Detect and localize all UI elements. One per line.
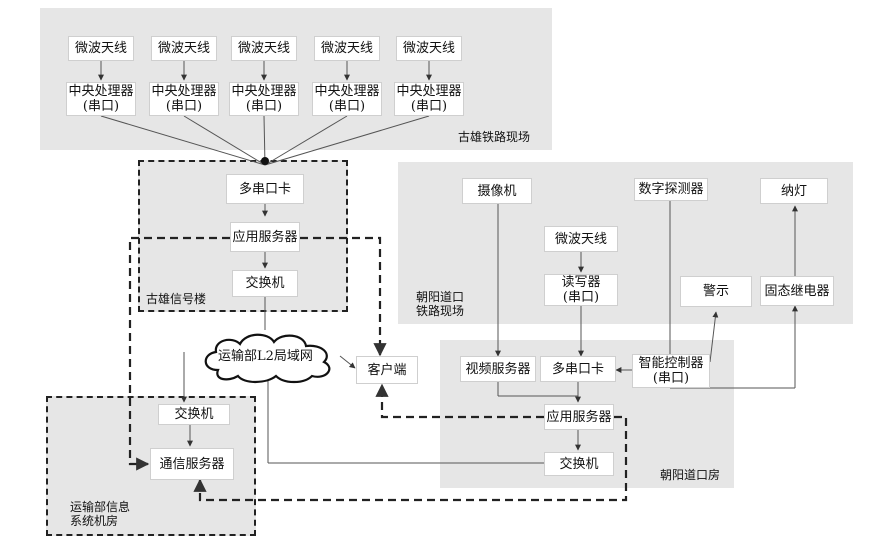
guxiong-app-server: 应用服务器 xyxy=(230,222,300,252)
reader-label: 读写器 xyxy=(561,275,601,290)
l2-lan-cloud-icon xyxy=(204,333,331,384)
chaoyang-railway-site-label-line2: 铁路现场 xyxy=(416,304,465,318)
antenna-label: 微波天线 xyxy=(157,41,210,56)
chaoyang-switch: 交换机 xyxy=(544,452,614,476)
antenna-label: 微波天线 xyxy=(320,41,373,56)
multi-serial-label: 多串口卡 xyxy=(238,181,291,197)
comm-server-label: 通信服务器 xyxy=(159,456,225,472)
solid-state-relay-node: 固态继电器 xyxy=(760,276,834,306)
nadeng-node: 纳灯 xyxy=(760,178,828,204)
switch-label: 交换机 xyxy=(559,456,599,472)
reader-serial-label: (串口) xyxy=(562,290,600,305)
microwave-antenna-1: 微波天线 xyxy=(68,36,134,61)
digital-detector-label: 数字探测器 xyxy=(638,182,704,197)
antenna-label: 微波天线 xyxy=(237,41,290,56)
ministry-switch: 交换机 xyxy=(158,404,230,425)
antenna-label: 微波天线 xyxy=(402,41,455,56)
cpu-label: 中央处理器 xyxy=(68,84,134,99)
cpu-serial-label: (串口) xyxy=(82,99,120,114)
guxiong-multi-serial-card: 多串口卡 xyxy=(226,174,304,204)
guxiong-switch: 交换机 xyxy=(232,270,298,297)
cpu-label: 中央处理器 xyxy=(396,84,462,99)
smart-ctrl-serial-label: (串口) xyxy=(652,371,690,386)
camera-label: 摄像机 xyxy=(477,183,517,199)
reader-writer-node: 读写器(串口) xyxy=(544,274,618,306)
switch-label: 交换机 xyxy=(174,407,214,422)
cpu-serial-label: (串口) xyxy=(165,99,203,114)
cpu-serial-label: (串口) xyxy=(410,99,448,114)
cpu-label: 中央处理器 xyxy=(231,84,297,99)
microwave-antenna-4: 微波天线 xyxy=(314,36,380,61)
chaoyang-microwave-antenna: 微波天线 xyxy=(544,226,618,252)
guxiong-signal-building-boundary xyxy=(138,160,348,312)
microwave-antenna-5: 微波天线 xyxy=(396,36,462,61)
client-label: 客户端 xyxy=(367,362,407,378)
chaoyang-multi-serial-card: 多串口卡 xyxy=(540,356,616,382)
relay-label: 固态继电器 xyxy=(764,283,830,299)
alarm-node: 警示 xyxy=(680,276,752,307)
video-server-node: 视频服务器 xyxy=(460,356,536,382)
nadeng-label: 纳灯 xyxy=(780,183,807,199)
antenna-label: 微波天线 xyxy=(74,41,127,56)
cpu-label: 中央处理器 xyxy=(151,84,217,99)
chaoyang-railway-site-label-line1: 朝阳道口 xyxy=(416,290,465,304)
smart-controller-node: 智能控制器(串口) xyxy=(632,354,710,388)
l2-lan-label: 运输部L2局域网 xyxy=(218,349,313,364)
client-node: 客户端 xyxy=(356,356,418,384)
smart-ctrl-label: 智能控制器 xyxy=(638,356,704,371)
central-processor-3: 中央处理器(串口) xyxy=(229,82,299,116)
region-guxiong-railway-site xyxy=(40,8,552,150)
guxiong-signal-building-label: 古雄信号楼 xyxy=(146,292,207,306)
cpu-serial-label: (串口) xyxy=(245,99,283,114)
central-processor-2: 中央处理器(串口) xyxy=(149,82,219,116)
ministry-info-room-label-line2: 系统机房 xyxy=(70,514,119,528)
cpu-serial-label: (串口) xyxy=(328,99,366,114)
chaoyang-app-server: 应用服务器 xyxy=(544,404,614,430)
camera-node: 摄像机 xyxy=(462,178,532,204)
alarm-label: 警示 xyxy=(702,284,729,299)
switch-label: 交换机 xyxy=(245,276,285,291)
central-processor-5: 中央处理器(串口) xyxy=(394,82,464,116)
digital-detector-node: 数字探测器 xyxy=(634,178,708,201)
guxiong-railway-site-label: 古雄铁路现场 xyxy=(458,130,531,144)
cpu-label: 中央处理器 xyxy=(314,84,380,99)
video-server-label: 视频服务器 xyxy=(465,361,531,377)
central-processor-1: 中央处理器(串口) xyxy=(66,82,136,116)
comm-server: 通信服务器 xyxy=(150,448,234,480)
ministry-info-room-label-line1: 运输部信息 xyxy=(70,500,131,514)
multi-serial-label: 多串口卡 xyxy=(551,361,604,377)
app-server-label: 应用服务器 xyxy=(546,409,612,425)
microwave-antenna-3: 微波天线 xyxy=(231,36,297,61)
microwave-antenna-2: 微波天线 xyxy=(151,36,217,61)
central-processor-4: 中央处理器(串口) xyxy=(312,82,382,116)
app-server-label: 应用服务器 xyxy=(232,229,298,245)
antenna-label: 微波天线 xyxy=(554,231,607,247)
ministry-info-room-boundary xyxy=(46,396,256,536)
chaoyang-crossing-room-label: 朝阳道口房 xyxy=(660,468,721,482)
